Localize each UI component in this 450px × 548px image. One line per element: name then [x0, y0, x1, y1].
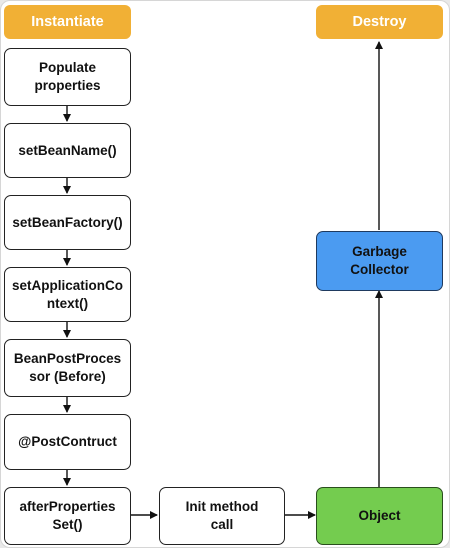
set-application-context-label: setApplicationCo ntext() [11, 277, 123, 311]
garbage-collector-label: Garbage Collector [350, 244, 409, 277]
set-bean-factory-node: setBeanFactory() [4, 195, 131, 250]
destroy-node: Destroy [316, 5, 443, 39]
set-bean-name-node: setBeanName() [4, 123, 131, 178]
object-label: Object [358, 508, 401, 523]
instantiate-node: Instantiate [4, 5, 131, 39]
bean-post-processor-before-label: BeanPostProces sor (Before) [13, 351, 122, 384]
instantiate-label: Instantiate [31, 14, 104, 30]
set-bean-factory-label: setBeanFactory() [12, 214, 123, 230]
populate-properties-label: Populate properties [34, 60, 101, 93]
init-method-call-label: Init method call [185, 499, 259, 532]
garbage-collector-node: Garbage Collector [316, 231, 443, 291]
after-properties-set-node: afterProperties Set() [4, 487, 131, 545]
destroy-label: Destroy [352, 14, 407, 30]
post-construct-label: @PostContruct [18, 434, 117, 449]
after-properties-set-label: afterProperties Set() [19, 499, 116, 532]
object-node: Object [316, 487, 443, 545]
init-method-call-node: Init method call [159, 487, 285, 545]
set-application-context-node: setApplicationCo ntext() [4, 267, 131, 322]
set-bean-name-label: setBeanName() [18, 142, 117, 158]
populate-properties-node: Populate properties [4, 48, 131, 106]
bean-post-processor-before-node: BeanPostProces sor (Before) [4, 339, 131, 397]
post-construct-node: @PostContruct [4, 414, 131, 470]
